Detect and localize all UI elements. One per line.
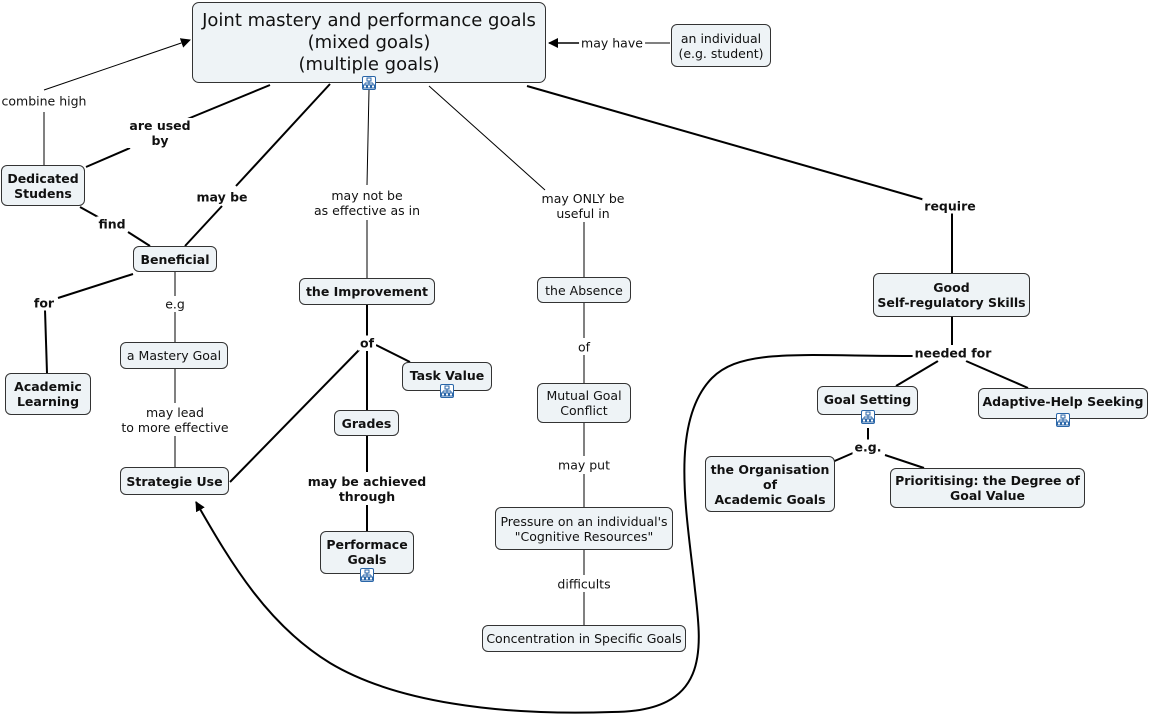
concept-concentration[interactable]: Concentration in Specific Goals <box>482 625 686 652</box>
concept-performance-goals[interactable]: Performace Goals <box>320 531 414 574</box>
concept-map-icon[interactable] <box>362 76 376 90</box>
arrow-combine-title <box>43 38 191 91</box>
concept-mutual-goal-conflict[interactable]: Mutual Goal Conflict <box>537 383 631 423</box>
link-for[interactable]: for <box>31 295 57 311</box>
title-line-2: (mixed goals) <box>307 31 431 53</box>
line-eg-prioritising <box>884 454 925 469</box>
line-title-areused <box>184 84 271 121</box>
arrow-neededfor-strategie <box>195 354 916 714</box>
concept-beneficial[interactable]: Beneficial <box>133 246 217 272</box>
line-areused-dedicated <box>85 147 131 168</box>
line-for-academic <box>44 309 48 374</box>
concept-academic-learning[interactable]: Academic Learning <box>5 373 91 415</box>
concept-adaptive-help-seeking[interactable]: Adaptive-Help Seeking <box>978 388 1148 419</box>
link-require[interactable]: require <box>922 198 978 214</box>
concept-organisation-goals[interactable]: the Organisation of Academic Goals <box>705 456 835 512</box>
link-may-lead[interactable]: may lead to more effective <box>119 405 231 435</box>
link-find[interactable]: find <box>96 216 128 232</box>
concept-pressure[interactable]: Pressure on an individual's "Cognitive R… <box>495 507 673 550</box>
link-combine-high[interactable]: combine high <box>0 93 89 109</box>
concept-dedicated-students[interactable]: Dedicated Studens <box>1 165 85 206</box>
link-needed-for[interactable]: needed for <box>912 345 994 361</box>
line-neededfor-goalsetting <box>895 360 939 387</box>
link-may-not-be[interactable]: may not be as effective as in <box>312 188 422 218</box>
line-title-maynotbe <box>366 89 370 186</box>
concept-self-regulatory-skills[interactable]: Good Self-regulatory Skills <box>873 273 1030 317</box>
concept-mastery-goal[interactable]: a Mastery Goal <box>120 342 228 369</box>
concept-prioritising[interactable]: Prioritising: the Degree of Goal Value <box>890 468 1085 508</box>
concept-individual[interactable]: an individual (e.g. student) <box>671 24 771 67</box>
concept-map-icon[interactable] <box>861 410 875 424</box>
link-difficults[interactable]: difficults <box>555 576 613 592</box>
title-line-3: (multiple goals) <box>298 53 440 75</box>
link-may-be-achieved[interactable]: may be achieved through <box>305 474 429 504</box>
concept-map-icon[interactable] <box>440 384 454 398</box>
link-of-improvement[interactable]: of <box>357 335 377 351</box>
line-beneficial-for <box>57 273 134 299</box>
title-line-1: Joint mastery and performance goals <box>202 9 536 31</box>
line-maybe-beneficial <box>184 205 223 247</box>
link-are-used-by[interactable]: are used by <box>127 118 193 148</box>
link-may-put[interactable]: may put <box>556 457 612 473</box>
concept-map-icon[interactable] <box>360 568 374 582</box>
link-may-have[interactable]: may have <box>579 35 645 51</box>
link-eg-mastery[interactable]: e.g <box>163 296 187 312</box>
concept-grades[interactable]: Grades <box>334 410 399 436</box>
central-concept-title[interactable]: Joint mastery and performance goals (mix… <box>192 2 546 83</box>
line-neededfor-helpseeking <box>965 360 1029 389</box>
link-may-be[interactable]: may be <box>194 189 250 205</box>
concept-absence[interactable]: the Absence <box>537 277 631 303</box>
concept-strategie-use[interactable]: Strategie Use <box>120 467 229 495</box>
line-dedicated-find <box>79 206 99 218</box>
line-of-taskvalue <box>375 344 411 363</box>
line-find-beneficial <box>127 231 151 247</box>
line-title-mayonly <box>428 85 546 191</box>
concept-map-icon[interactable] <box>1056 413 1070 427</box>
concept-improvement[interactable]: the Improvement <box>299 278 435 305</box>
link-of-absence[interactable]: of <box>575 339 593 355</box>
line-of-strategie <box>229 348 361 483</box>
link-may-only[interactable]: may ONLY be useful in <box>539 191 627 221</box>
line-title-require <box>526 85 926 201</box>
line-title-maybe <box>235 83 331 187</box>
link-eg-goal-setting[interactable]: e.g. <box>852 439 884 455</box>
